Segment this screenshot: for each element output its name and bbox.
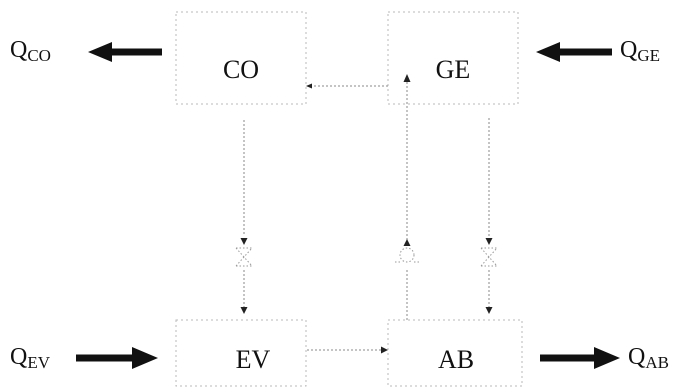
- q-co-arrow-icon: [88, 42, 162, 62]
- generator-box: [387, 11, 519, 105]
- solution-valve-icon: [479, 247, 499, 267]
- generator-label: GE: [436, 55, 471, 84]
- pump-icon: [395, 247, 419, 263]
- q-ev-arrow-icon: [76, 347, 158, 369]
- ev-to-ab-line: [307, 346, 388, 354]
- condenser-box: [175, 11, 307, 105]
- expansion-valve-icon: [234, 247, 254, 267]
- ge-to-ab-line: [485, 118, 493, 314]
- absorber-label: AB: [438, 345, 474, 374]
- q-ge-arrow-icon: [536, 42, 612, 62]
- q-ab-label: QAB: [628, 344, 669, 372]
- q-ev-label: QEV: [10, 344, 51, 372]
- absorber-box: [387, 319, 523, 387]
- q-ab-arrow-icon: [540, 347, 620, 369]
- q-co-label: QCO: [10, 37, 51, 65]
- evaporator-box: [175, 319, 307, 387]
- evaporator-label: EV: [236, 345, 271, 374]
- co-to-ev-line: [240, 120, 248, 314]
- ab-to-ge-line: [403, 74, 411, 320]
- q-ge-label: QGE: [620, 37, 660, 65]
- condenser-label: CO: [223, 55, 259, 84]
- ge-to-co-line: [306, 83, 388, 89]
